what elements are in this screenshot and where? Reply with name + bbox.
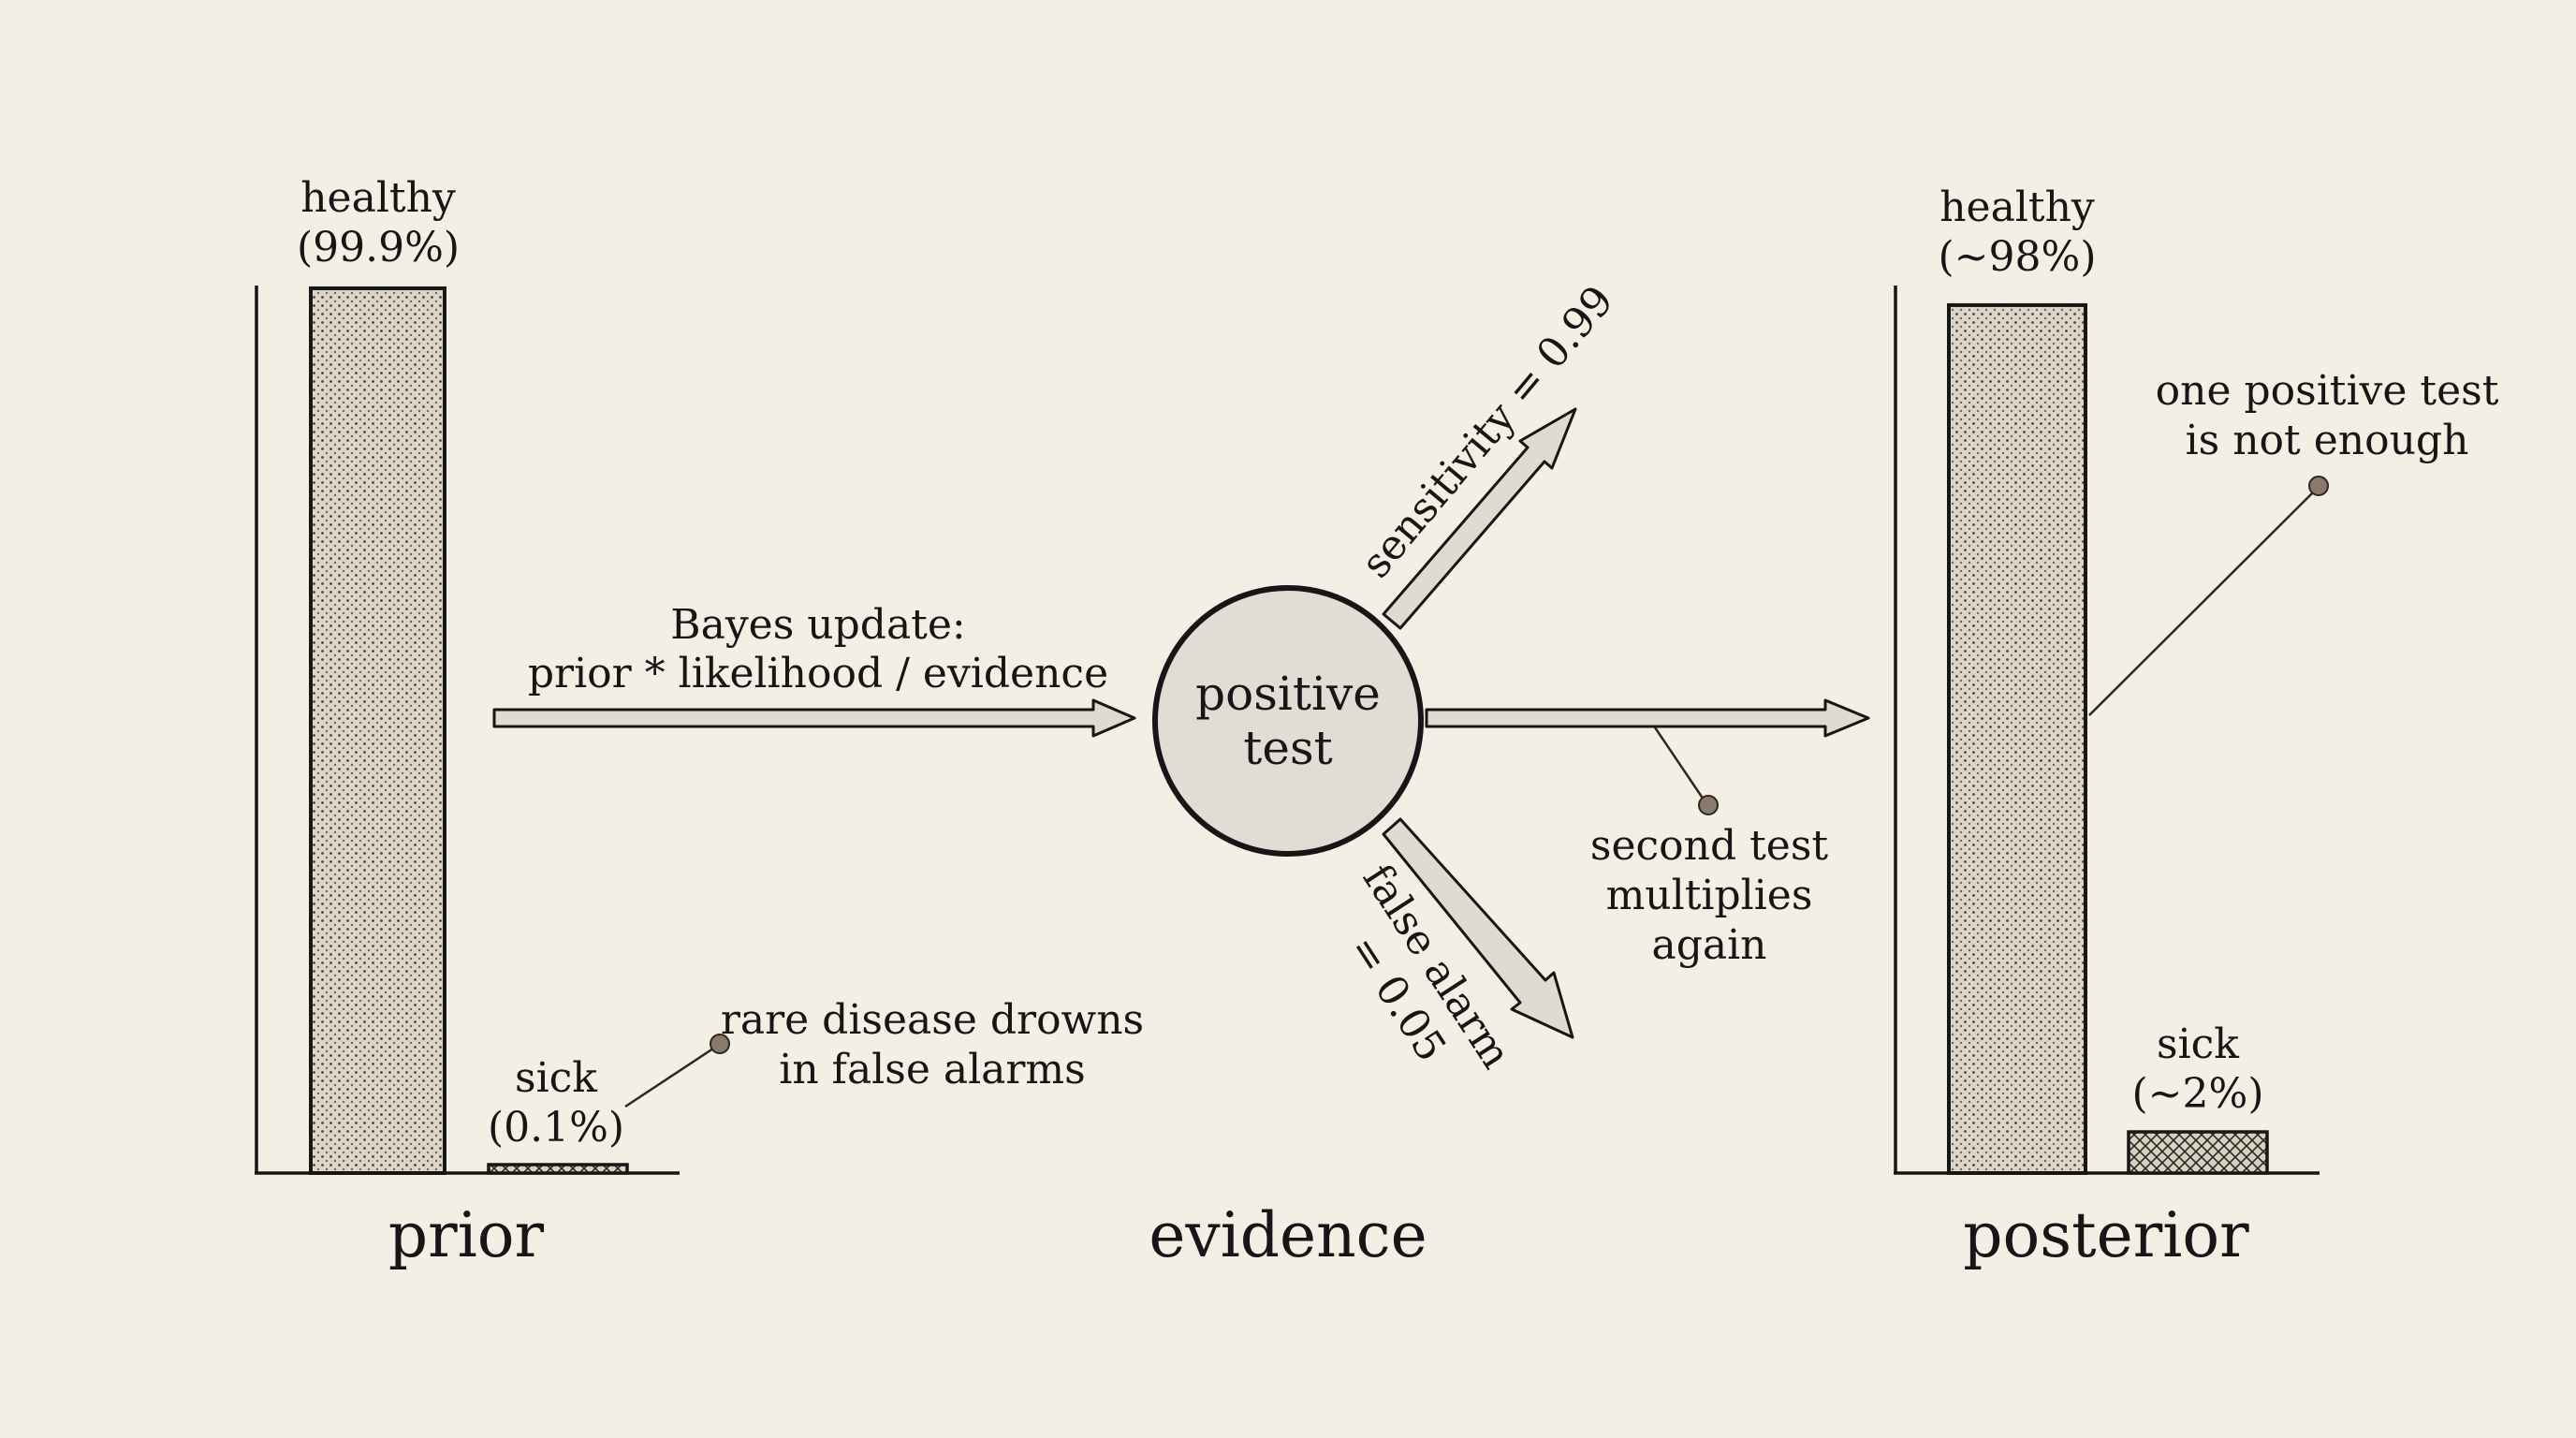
posterior-sick-bar <box>2127 1130 2269 1175</box>
posterior-sick-label: sick <box>2157 1020 2239 1068</box>
posterior-annotation-line-2: is not enough <box>2186 417 2469 464</box>
evidence-node: positive test sensitivity = 0.99 false a… <box>1149 277 1870 1271</box>
posterior-annotation-leader <box>2088 487 2319 716</box>
posterior-chart: healthy (~98%) sick (~2%) one positive t… <box>1894 183 2499 1271</box>
second-test-dot <box>1698 795 1719 815</box>
prior-annotation-line-1: rare disease drowns <box>721 996 1144 1044</box>
prior-annotation-leader <box>624 1043 720 1108</box>
prior-healthy-bar <box>309 286 446 1176</box>
update-label-line-2: prior * likelihood / evidence <box>528 650 1108 697</box>
prior-caption: prior <box>388 1199 545 1271</box>
sensitivity-label: sensitivity = 0.99 <box>1352 277 1623 587</box>
prior-annotation-dot <box>710 1034 730 1054</box>
prior-healthy-label: healthy <box>300 174 456 222</box>
positive-test-circle <box>1152 585 1424 857</box>
second-test-line-1: second test <box>1590 822 1829 870</box>
prior-sick-bar <box>487 1163 629 1175</box>
second-test-leader <box>1653 726 1709 806</box>
node-label-line-2: test <box>1243 721 1332 775</box>
posterior-annotation-dot <box>2308 476 2329 496</box>
prior-annotation-line-2: in false alarms <box>779 1046 1085 1093</box>
false-alarm-arrow <box>1382 817 1574 1039</box>
prior-healthy-value: (99.9%) <box>297 224 460 271</box>
sensitivity-arrow <box>1382 407 1577 630</box>
posterior-annotation-line-1: one positive test <box>2156 367 2499 415</box>
posterior-healthy-bar <box>1947 302 2087 1176</box>
evidence-caption: evidence <box>1149 1199 1427 1271</box>
posterior-sick-value: (~2%) <box>2131 1070 2263 1118</box>
node-label-line-1: positive <box>1195 667 1381 721</box>
posterior-healthy-value: (~98%) <box>1939 233 2097 281</box>
posterior-healthy-label: healthy <box>1939 183 2095 231</box>
second-test-line-3: again <box>1651 921 1766 969</box>
second-test-annotation: second test multiplies again <box>1590 726 1829 969</box>
posterior-caption: posterior <box>1963 1199 2249 1271</box>
second-test-line-2: multiplies <box>1606 872 1813 919</box>
prior-sick-label: sick <box>515 1054 597 1102</box>
update-label-line-1: Bayes update: <box>670 601 965 649</box>
prior-sick-value: (0.1%) <box>488 1104 624 1152</box>
prior-chart: healthy (99.9%) sick (0.1%) rare disease… <box>255 174 1144 1271</box>
update-arrow <box>492 698 1136 738</box>
bayes-update: Bayes update: prior * likelihood / evide… <box>492 601 1136 738</box>
posterior-arrow <box>1425 698 1870 738</box>
